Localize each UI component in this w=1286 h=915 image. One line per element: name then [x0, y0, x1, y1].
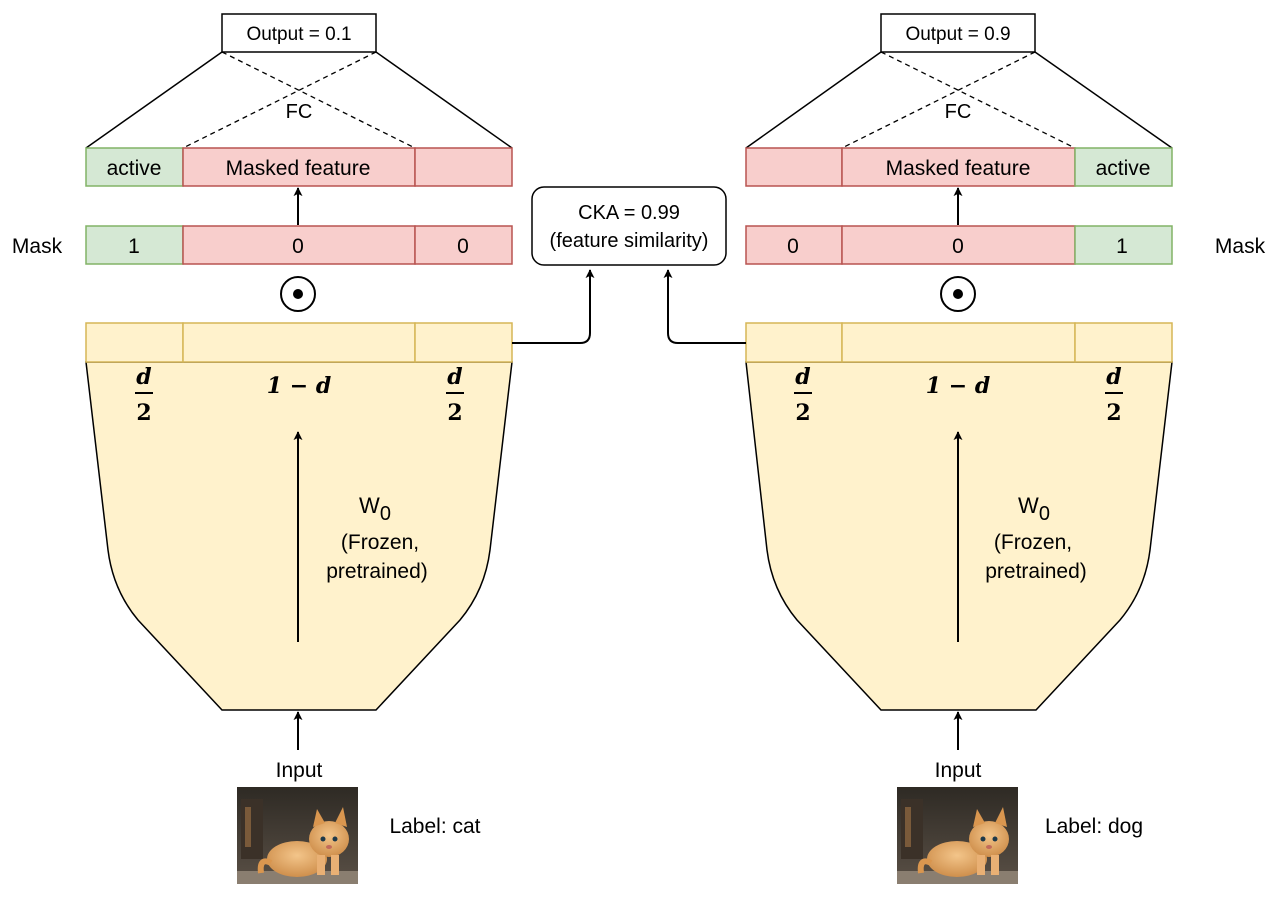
- right-output-label: Output = 0.9: [905, 24, 1010, 45]
- right-mask-cell: [841, 225, 1076, 265]
- right-feature-masked-cell: [745, 147, 843, 187]
- right-fc-line: [745, 51, 882, 149]
- cka-box: CKA = 0.99 (feature similarity): [531, 186, 727, 266]
- left-output-box: [221, 13, 377, 53]
- right-mask-label: Mask: [1215, 235, 1266, 258]
- left-fc-line: [85, 51, 223, 149]
- right-dim-left-den: 2: [795, 400, 810, 426]
- left-dim-left: d 2: [135, 364, 153, 426]
- right-fc-dashed-line: [841, 51, 1036, 149]
- left-fc-label: FC: [286, 101, 313, 123]
- left-input-image: [237, 787, 358, 884]
- cka-caption: (feature similarity): [550, 230, 709, 252]
- left-branch: Output = 0.1 FC active Masked feature Ma…: [12, 13, 595, 884]
- right-feature-masked-label: Masked feature: [886, 157, 1031, 180]
- right-dim-left-num: d: [795, 364, 810, 390]
- right-fc-line: [1034, 51, 1173, 149]
- right-dim-right: d 2: [1105, 364, 1123, 426]
- left-dim-right-den: 2: [447, 400, 462, 426]
- left-dim-left-num: d: [136, 364, 151, 390]
- cka-value: CKA = 0.99: [578, 202, 680, 224]
- right-branch: Output = 0.9 FC Masked feature active 0 …: [663, 13, 1266, 884]
- left-feature-masked-label: Masked feature: [226, 157, 371, 180]
- right-dim-right-den: 2: [1106, 400, 1121, 426]
- left-dim-right-num: d: [447, 364, 462, 390]
- right-backbone-feature-cell: [745, 322, 843, 363]
- right-mask-cell: [1074, 225, 1173, 265]
- left-backbone-feature-cell: [414, 322, 513, 363]
- right-feature-active-cell: [1074, 147, 1173, 187]
- right-weight-note: pretrained): [985, 560, 1087, 583]
- right-mask-value: 1: [1116, 235, 1128, 258]
- left-feature-active-label: active: [107, 157, 162, 180]
- right-backbone-feature-cell: [1074, 322, 1173, 363]
- right-feature-active-label: active: [1096, 157, 1151, 180]
- left-mask-value: 1: [128, 235, 140, 258]
- right-weight-note: (Frozen,: [994, 531, 1072, 554]
- right-class-label: Label: dog: [1045, 815, 1143, 838]
- left-dim-right: d 2: [446, 364, 464, 426]
- left-dim-left-den: 2: [136, 400, 151, 426]
- left-mask-cell: [414, 225, 513, 265]
- right-input-label: Input: [935, 759, 982, 782]
- right-to-cka-connector: [663, 269, 746, 344]
- right-output-box: [880, 13, 1036, 53]
- left-to-cka-connector: [512, 269, 595, 344]
- right-mask-cell: [745, 225, 843, 265]
- left-hadamard-icon: [280, 276, 316, 312]
- left-mask-value: 0: [457, 235, 469, 258]
- right-dim-right-num: d: [1106, 364, 1121, 390]
- right-fc-dashed-line: [880, 51, 1076, 149]
- right-feature-masked-cell: [841, 147, 1076, 187]
- left-backbone-feature-cell: [182, 322, 416, 363]
- left-output-label: Output = 0.1: [246, 24, 351, 45]
- right-fc-label: FC: [945, 101, 972, 123]
- left-fc-line: [375, 51, 513, 149]
- left-feature-active-cell: [85, 147, 184, 187]
- left-dim-center: 1 − d: [267, 373, 331, 399]
- left-weight-label: W0: [359, 493, 391, 525]
- left-mask-label: Mask: [12, 235, 63, 258]
- left-fc-dashed-line: [182, 51, 377, 149]
- left-weight-note: (Frozen,: [341, 531, 419, 554]
- right-dim-center: 1 − d: [926, 373, 990, 399]
- right-backbone-feature-cell: [841, 322, 1076, 363]
- left-backbone-feature-cell: [85, 322, 184, 363]
- left-feature-masked-cell: [182, 147, 416, 187]
- right-hadamard-icon: [940, 276, 976, 312]
- left-fc-dashed-line: [221, 51, 416, 149]
- left-input-label: Input: [276, 759, 323, 782]
- right-input-image: [897, 787, 1018, 884]
- left-mask-value: 0: [292, 235, 304, 258]
- left-weight-note: pretrained): [326, 560, 428, 583]
- left-feature-masked-cell: [414, 147, 513, 187]
- right-mask-value: 0: [787, 235, 799, 258]
- right-dim-left: d 2: [794, 364, 812, 426]
- right-mask-value: 0: [952, 235, 964, 258]
- left-class-label: Label: cat: [389, 815, 480, 838]
- right-weight-label: W0: [1018, 493, 1050, 525]
